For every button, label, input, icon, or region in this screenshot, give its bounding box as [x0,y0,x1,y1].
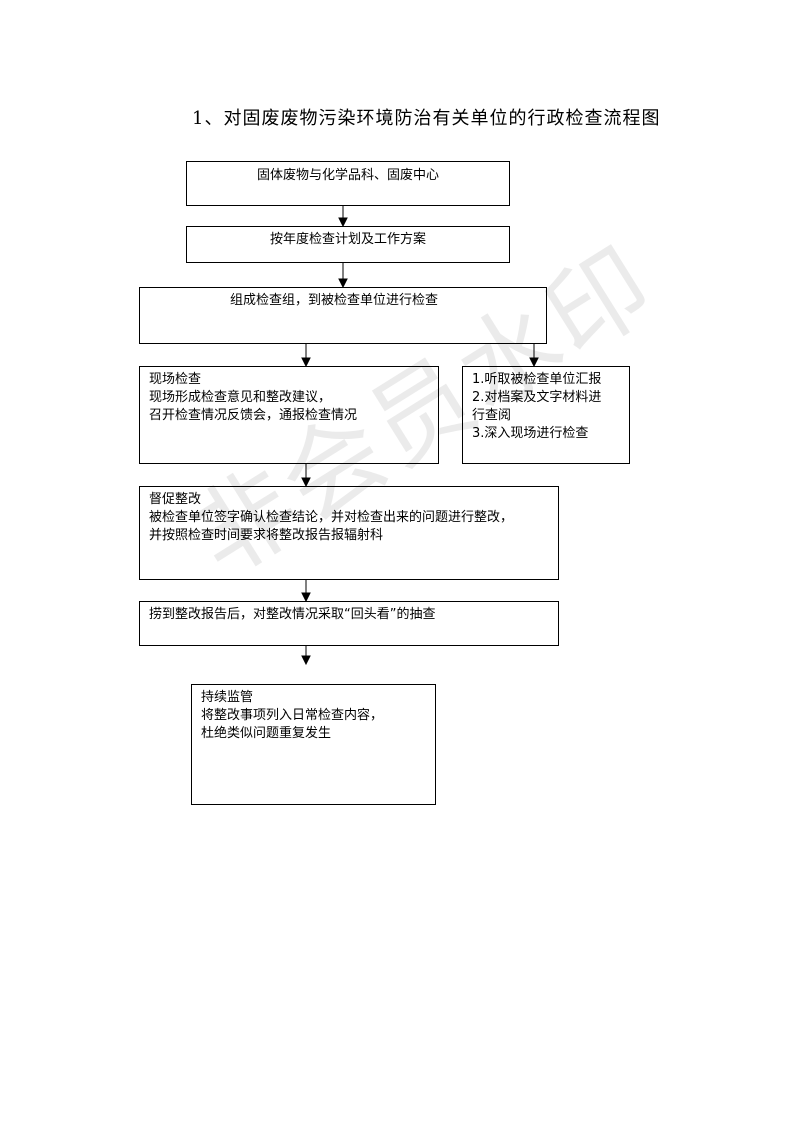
step-text: 行查阅 [472,408,512,423]
arrow-head-icon [301,357,311,368]
arrow-head-icon [301,655,311,666]
flow-step-plan: 按年度检查计划及工作方案 [186,226,510,263]
step-text: 3.深入现场进行检查 [472,426,589,441]
step-text: 将整改事项列入日常检查内容， [201,708,384,723]
arrow-head-icon [529,357,539,368]
step-heading: 现场检查 [149,372,202,387]
step-text: 1.听取被检查单位汇报 [472,372,602,387]
step-heading: 持续监管 [201,690,254,705]
step-text: 并按照检查时间要求将整改报告报辐射科 [149,528,384,543]
arrow-head-icon [301,592,311,603]
arrow-head-icon [301,477,311,488]
page-title: 1、对固废废物污染环境防治有关单位的行政检查流程图 [192,108,661,129]
flow-step-onsite-inspection: 现场检查 现场形成检查意见和整改建议， 召开检查情况反馈会，通报检查情况 [139,366,439,464]
step-text: 固体废物与化学品科、固废中心 [256,168,439,183]
flow-step-rectification: 督促整改 被检查单位签字确认检查结论，并对检查出来的问题进行整改， 并按照检查时… [139,486,559,580]
flow-step-source: 固体废物与化学品科、固废中心 [186,161,510,206]
flow-step-ongoing-supervision: 持续监管 将整改事项列入日常检查内容， 杜绝类似问题重复发生 [191,684,436,805]
step-text: 捞到整改报告后，对整改情况采取“回头看”的抽查 [149,607,436,622]
arrow-head-icon [338,217,348,228]
step-text: 杜绝类似问题重复发生 [201,726,332,741]
step-text: 按年度检查计划及工作方案 [269,232,426,247]
step-text: 组成检查组，到被检查单位进行检查 [230,293,439,308]
step-text: 被检查单位签字确认检查结论，并对检查出来的问题进行整改， [149,510,514,525]
step-text: 现场形成检查意见和整改建议， [149,390,332,405]
flow-step-inspection-methods: 1.听取被检查单位汇报 2.对档案及文字材料进 行查阅 3.深入现场进行检查 [462,366,630,464]
arrow-head-icon [338,278,348,289]
step-text: 召开检查情况反馈会，通报检查情况 [149,408,358,423]
step-heading: 督促整改 [149,492,202,507]
flow-step-form-team: 组成检查组，到被检查单位进行检查 [139,287,547,344]
flow-step-lookback-check: 捞到整改报告后，对整改情况采取“回头看”的抽查 [139,601,559,646]
step-text: 2.对档案及文字材料进 [472,390,602,405]
